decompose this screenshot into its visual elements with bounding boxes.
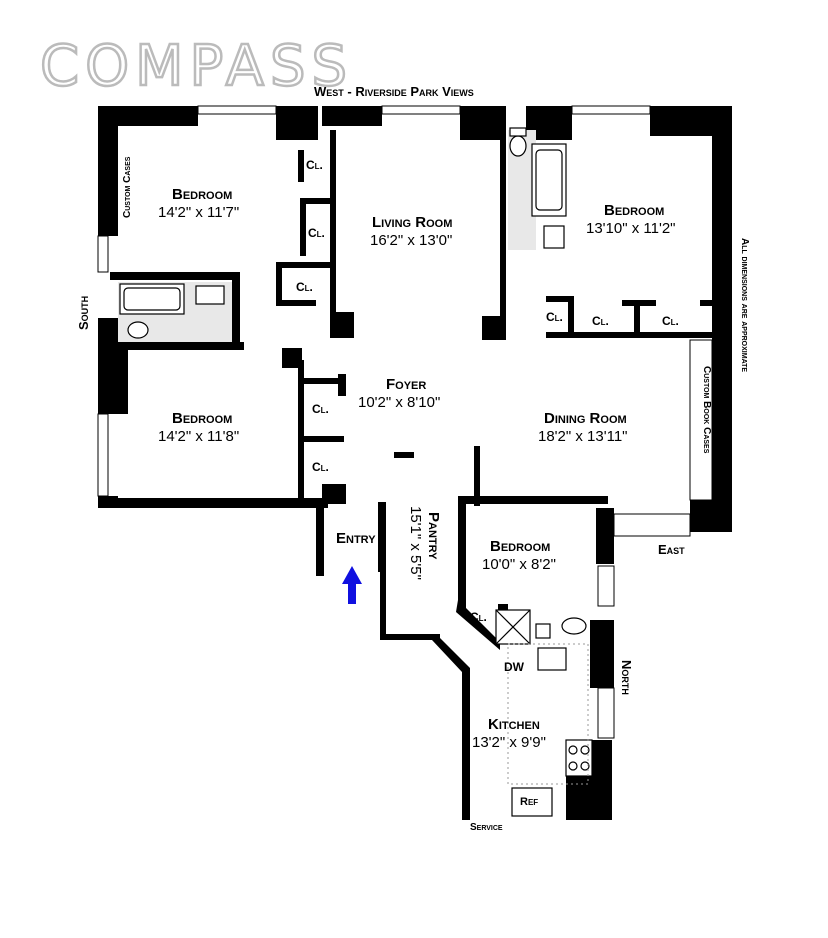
bedroom-s-name: Bedroom xyxy=(490,538,551,555)
dishwasher-label: DW xyxy=(504,660,524,674)
closet-label: Cl. xyxy=(306,158,323,172)
bedroom-ne-dim: 13'10" x 11'2" xyxy=(586,220,676,237)
dining-room-dim: 18'2" x 13'11" xyxy=(538,428,628,445)
dimensions-note: All dimensions are approximate xyxy=(739,238,750,373)
pantry-dim: 15'1" x 5'5" xyxy=(407,506,424,580)
north-label: North xyxy=(619,660,634,695)
bedroom-s-dim: 10'0" x 8'2" xyxy=(482,556,556,573)
bedroom-nw-name: Bedroom xyxy=(172,186,233,203)
bedroom-sw-name: Bedroom xyxy=(172,410,233,427)
custom-cases-label: Custom Cases xyxy=(122,156,133,218)
closet-label: Cl. xyxy=(662,314,679,328)
pantry-name: Pantry xyxy=(425,512,442,560)
bath-fixtures xyxy=(118,127,593,817)
entry-arrow-icon xyxy=(342,566,362,604)
foyer-name: Foyer xyxy=(386,376,427,393)
closet-label: Cl. xyxy=(308,226,325,240)
dining-room-name: Dining Room xyxy=(544,410,627,427)
custom-book-cases-label: Custom Book Cases xyxy=(701,366,712,454)
closet-label: Cl. xyxy=(592,314,609,328)
kitchen-dim: 13'2" x 9'9" xyxy=(472,734,546,751)
bedroom-nw-dim: 14'2" x 11'7" xyxy=(158,204,240,221)
foyer-dim: 10'2" x 8'10" xyxy=(358,394,441,411)
bedroom-ne-name: Bedroom xyxy=(604,202,665,219)
living-room-name: Living Room xyxy=(372,214,453,231)
south-label: South xyxy=(76,295,91,330)
living-room-dim: 16'2" x 13'0" xyxy=(370,232,453,249)
closet-label: Cl. xyxy=(312,402,329,416)
refrigerator-label: Ref xyxy=(520,796,539,808)
service-label: Service xyxy=(470,822,503,833)
west-label: West - Riverside Park Views xyxy=(314,84,474,99)
east-label: East xyxy=(658,542,685,557)
closet-label: Cl. xyxy=(546,310,563,324)
closet-label: Cl. xyxy=(312,460,329,474)
entry-name: Entry xyxy=(336,530,376,547)
walls xyxy=(97,105,732,820)
closet-label: Cl. xyxy=(296,280,313,294)
closet-label: Cl. xyxy=(470,610,487,624)
compass-logo: COMPASS xyxy=(39,33,354,101)
bedroom-sw-dim: 14'2" x 11'8" xyxy=(158,428,240,445)
kitchen-name: Kitchen xyxy=(488,716,540,733)
